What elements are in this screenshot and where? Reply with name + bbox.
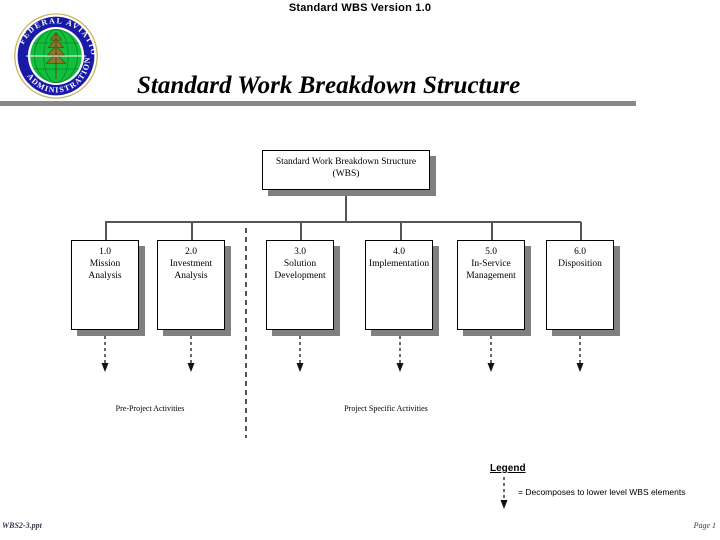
connector-root-vertical [345,190,347,222]
wbs-node-4[interactable]: 4.0 Implementation [365,240,433,330]
decompose-arrow-icon-1 [100,336,110,374]
wbs-node-1-line2: Analysis [88,271,122,281]
connector-drop-5 [491,222,493,240]
wbs-node-5[interactable]: 5.0 In-Service Management [457,240,525,330]
decompose-arrow-icon-3 [295,336,305,374]
legend: Legend = Decomposes to lower level WBS e… [490,463,720,518]
wbs-node-6-line1: Disposition [558,259,602,269]
connector-drop-3 [300,222,302,240]
legend-title: Legend [490,463,526,474]
wbs-node-6[interactable]: 6.0 Disposition [546,240,614,330]
root-node-line1: Standard Work Breakdown Structure [275,157,417,167]
wbs-node-2[interactable]: 2.0 Investment Analysis [157,240,225,330]
wbs-node-3[interactable]: 3.0 Solution Development [266,240,334,330]
version-line: Standard WBS Version 1.0 [288,2,432,14]
wbs-node-2-number: 2.0 [185,247,197,257]
decompose-arrow-icon-2 [186,336,196,374]
footer-file-name: WBS2-3.ppt [2,521,42,530]
wbs-node-2-line2: Analysis [174,271,208,281]
header-divider [0,101,636,106]
connector-drop-1 [105,222,107,240]
decompose-arrow-icon-4 [395,336,405,374]
section-label-pre-project: Pre-Project Activities [115,404,185,413]
wbs-node-3-number: 3.0 [294,247,306,257]
wbs-node-4-line1: Implementation [368,259,430,269]
wbs-node-1-number: 1.0 [99,247,111,257]
wbs-node-4-number: 4.0 [393,247,405,257]
connector-drop-2 [191,222,193,240]
wbs-node-1-line1: Mission [89,259,121,269]
wbs-node-2-line1: Investment [169,259,213,269]
wbs-node-5-number: 5.0 [485,247,497,257]
section-label-project-specific: Project Specific Activities [344,404,428,413]
wbs-node-1[interactable]: 1.0 Mission Analysis [71,240,139,330]
legend-entry-text: = Decomposes to lower level WBS elements [518,487,686,497]
page-title: Standard Work Breakdown Structure [137,72,521,99]
connector-drop-6 [580,222,582,240]
connector-horizontal-bus [105,221,581,223]
wbs-node-3-line2: Development [274,271,326,281]
wbs-node-5-line2: Management [466,271,516,281]
faa-seal-icon: FEDERAL AVIATION ADMINISTRATION [6,5,103,100]
dashed-down-arrow-icon [499,477,509,511]
decompose-arrow-icon-5 [486,336,496,374]
decompose-arrow-icon-6 [575,336,585,374]
connector-drop-4 [400,222,402,240]
wbs-node-root[interactable]: Standard Work Breakdown Structure (WBS) [262,150,430,190]
phase-divider-dashed-line [245,228,247,438]
footer-page-label: Page 1 [693,521,716,530]
wbs-node-5-line1: In-Service [471,259,511,269]
wbs-node-6-number: 6.0 [574,247,586,257]
wbs-node-3-line1: Solution [283,259,317,269]
root-node-line2: (WBS) [332,169,360,179]
